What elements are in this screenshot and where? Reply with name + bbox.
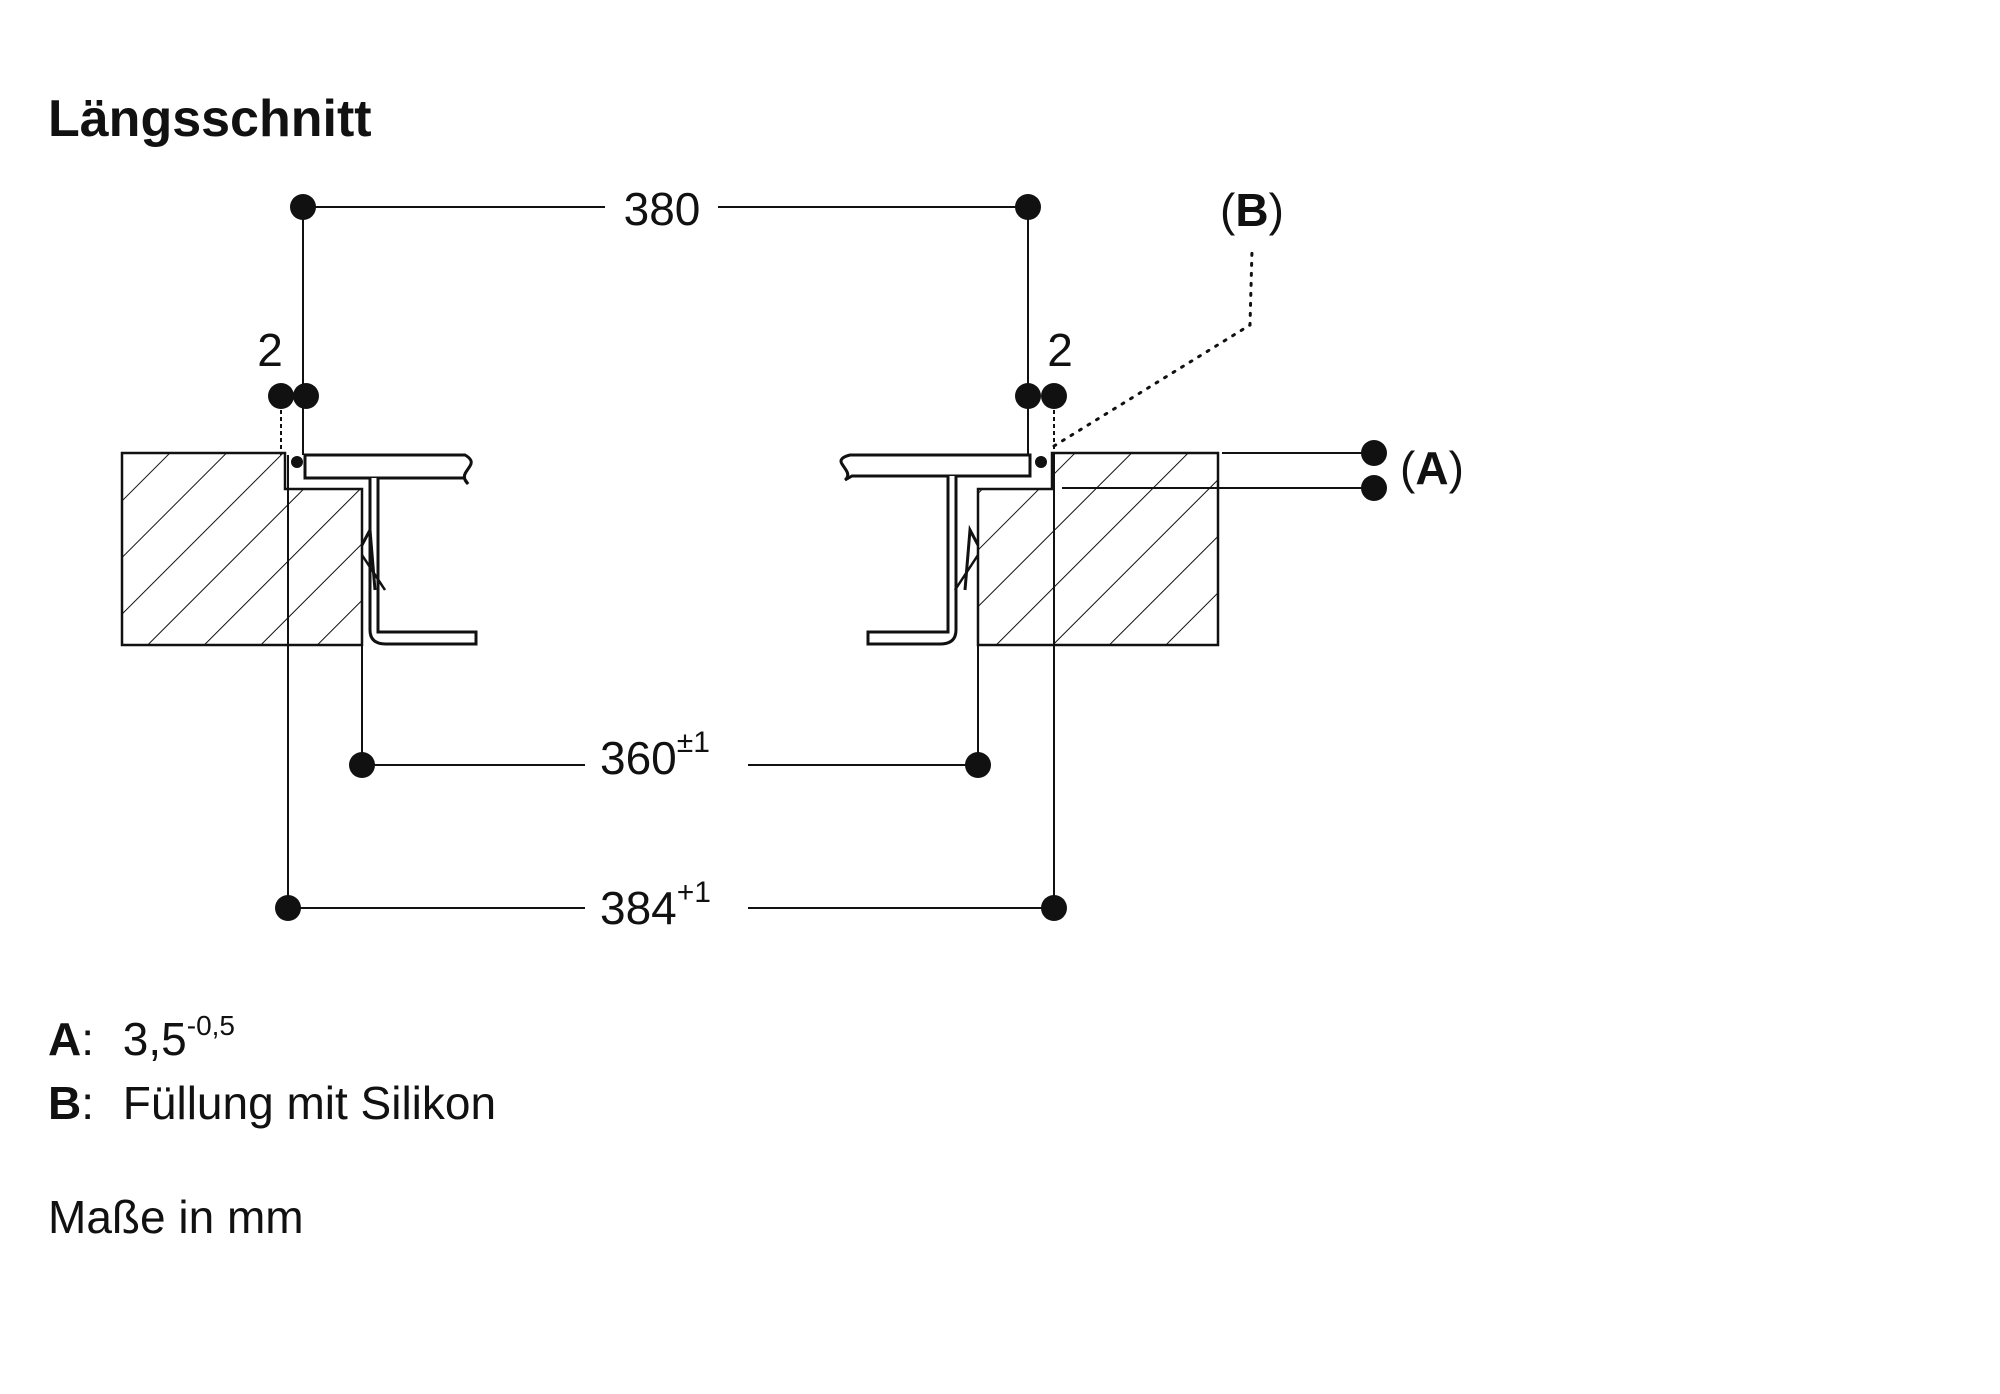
dim-384-label: 384+1 — [600, 876, 711, 934]
mounting-bracket-right — [866, 476, 958, 646]
legend-a-tolerance: -0,5 — [186, 1009, 235, 1041]
silicone-dot-right — [1035, 456, 1047, 468]
dim-gap-left-endpoint-a — [268, 383, 294, 409]
hob-panel-left — [303, 453, 473, 486]
callout-b-leader — [1052, 248, 1254, 448]
dim-gap-left-label: 2 — [257, 324, 283, 376]
legend-b-key: B — [48, 1077, 82, 1129]
clip-spring-right-arm — [953, 554, 980, 591]
legend-a-key: A — [48, 1013, 82, 1065]
legend-item-b: B: Füllung mit Silikon — [48, 1076, 496, 1130]
dim-360-endpoint-right — [965, 752, 991, 778]
callout-b-label: (B) — [1220, 184, 1284, 236]
dim-380-endpoint-left — [290, 194, 316, 220]
dim-gap-right-endpoint-a — [1015, 383, 1041, 409]
countertop-left — [120, 451, 364, 647]
dim-380-label: 380 — [624, 183, 701, 235]
legend-item-a: A: 3,5-0,5 — [48, 1009, 235, 1066]
dim-gap-right-endpoint-b — [1041, 383, 1067, 409]
dim-380-endpoint-right — [1015, 194, 1041, 220]
clip-spring-left-arm — [360, 554, 387, 591]
callout-a-label: (A) — [1400, 442, 1464, 494]
callout-a-endpoint-bottom — [1361, 475, 1387, 501]
dim-384-endpoint-right — [1041, 895, 1067, 921]
diagram-title: Längsschnitt — [48, 90, 372, 148]
legend-b-separator: : — [81, 1077, 95, 1129]
callout-a-endpoint-top — [1361, 440, 1387, 466]
units-note: Maße in mm — [48, 1191, 304, 1243]
legend-a-value: 3,5 — [122, 1013, 187, 1065]
dim-384-endpoint-left — [275, 895, 301, 921]
legend-b-value: Füllung mit Silikon — [122, 1077, 497, 1129]
dim-360-endpoint-left — [349, 752, 375, 778]
mounting-bracket-left — [368, 478, 478, 646]
legend-a-separator: : — [81, 1013, 95, 1065]
dim-360-label: 360±1 — [600, 726, 710, 784]
dim-gap-right-label: 2 — [1047, 324, 1073, 376]
countertop-right — [976, 451, 1220, 647]
dim-gap-left-endpoint-b — [293, 383, 319, 409]
hob-panel-right — [839, 453, 1032, 482]
silicone-dot-left — [291, 456, 303, 468]
